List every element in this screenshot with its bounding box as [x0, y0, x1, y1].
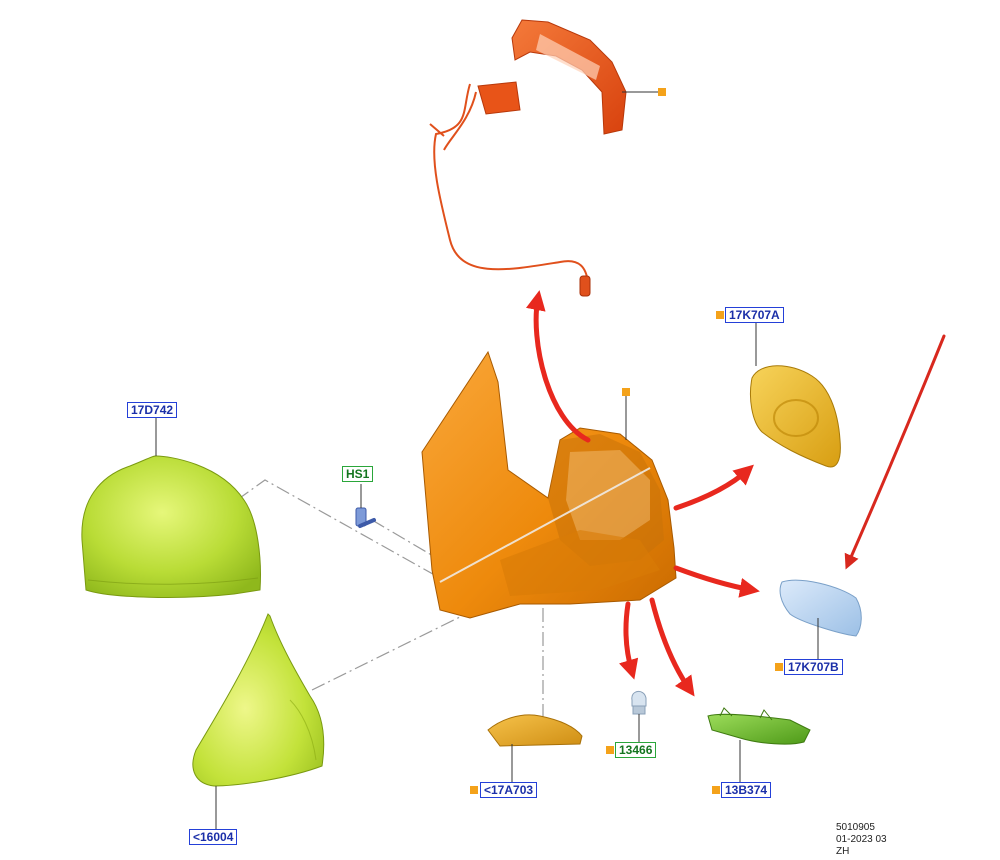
mirror-cover	[81, 418, 261, 598]
marker-17K707B	[775, 663, 783, 671]
callout-17K707A[interactable]: 17K707A	[725, 307, 784, 323]
skull-cap	[192, 613, 325, 830]
mirror-housing	[421, 350, 677, 619]
callout-13B374[interactable]: 13B374	[721, 782, 772, 798]
reference-code: ZH	[836, 846, 850, 857]
marker-13466	[606, 746, 614, 754]
callout-16004[interactable]: <16004	[189, 829, 238, 845]
callout-17A703[interactable]: <17A703	[480, 782, 538, 798]
marker-13B374	[712, 786, 720, 794]
marker-17A703	[470, 786, 478, 794]
lamp-bracket	[707, 707, 811, 782]
reference-number: 5010905	[836, 822, 875, 833]
puddle-lamp	[487, 714, 583, 782]
screw	[355, 484, 376, 528]
bulb	[631, 691, 647, 742]
marker-17K707A	[716, 311, 724, 319]
callout-17D742[interactable]: 17D742	[127, 402, 178, 418]
marker-harness	[658, 88, 666, 96]
explode-lines	[236, 479, 544, 720]
diagram-reference: 5010905 01-2023 03 ZH	[836, 822, 887, 858]
mirror-glass	[779, 579, 862, 660]
motion-arrows	[525, 290, 946, 697]
marker-housing	[622, 388, 630, 396]
reference-date: 01-2023 03	[836, 834, 887, 845]
mirror-glass-heated	[749, 322, 841, 468]
callout-13466[interactable]: 13466	[615, 742, 657, 758]
callout-HS1[interactable]: HS1	[342, 466, 374, 482]
wiring-harness	[429, 19, 658, 297]
callout-17K707B[interactable]: 17K707B	[784, 659, 843, 675]
